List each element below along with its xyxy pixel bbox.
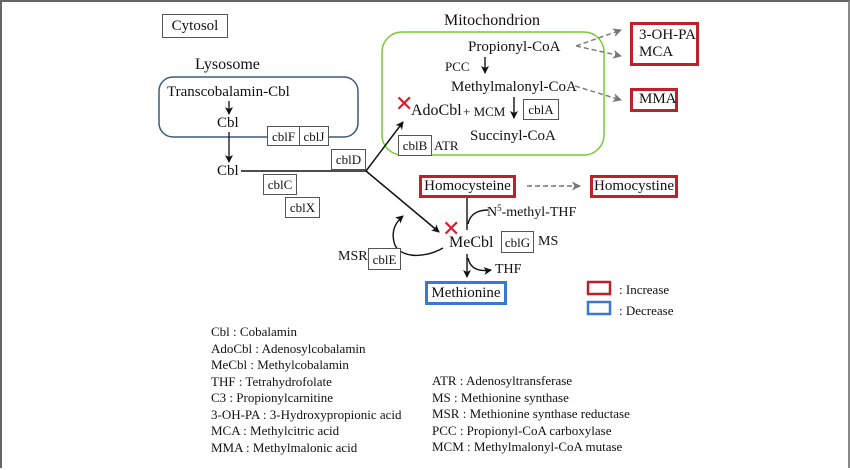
methionine: Methionine [431, 284, 501, 301]
inhibition-marker-adocbl: ✕ [395, 92, 414, 117]
transcobalamin-cbl: Transcobalamin-Cbl [167, 84, 290, 100]
gene-cblA: cblA [523, 99, 559, 120]
gene-cblJ: cblJ [299, 126, 329, 146]
cytosol-label: Cytosol [162, 14, 228, 38]
abbrev-item: PCC : Propionyl-CoA carboxylase [432, 422, 612, 438]
gene-cblE: cblE [368, 248, 401, 270]
msr-label: MSR [338, 249, 368, 264]
n5-suffix: -methyl-THF [501, 205, 577, 220]
gene-cblB: cblB [398, 135, 432, 156]
mitochondrion-compartment [381, 31, 605, 156]
arrow-to-adocbl [365, 121, 404, 172]
propionyl-coa: Propionyl-CoA [468, 39, 561, 55]
arrow-to-mecbl [365, 170, 440, 233]
curve-n5-methyl-thf [467, 209, 489, 225]
dashed-arrow-to-mma [574, 85, 622, 102]
cytosol-cbl: Cbl [217, 163, 239, 179]
homocystine: Homocystine [594, 177, 674, 194]
lysosome-label: Lysosome [195, 56, 260, 73]
homocystine-box: Homocystine [590, 175, 678, 198]
mecbl: MeCbl [449, 234, 494, 251]
methionine-box: Methionine [425, 281, 507, 305]
curve-thf [467, 257, 492, 276]
metabolite-3ohpa: 3-OH-PA [639, 26, 696, 43]
pcc-label: PCC [445, 59, 470, 74]
metabolite-mca: MCA [639, 44, 674, 60]
thf-label: THF [495, 262, 522, 277]
gene-cblD: cblD [331, 149, 366, 170]
abbrev-item: MeCbl : Methylcobalamin [211, 357, 349, 372]
abbrev-item: 3-OH-PA : 3-Hydroxypropionic acid [211, 406, 402, 422]
n5-methyl-thf: N5-methyl-THF [487, 204, 576, 220]
increased-mma: MMA [630, 88, 678, 112]
n5-prefix: N [487, 205, 498, 220]
homocysteine-box: Homocysteine [419, 175, 516, 198]
abbrev-item: Cbl : Cobalamin [211, 324, 297, 339]
gene-cblC: cblC [263, 174, 297, 195]
adocbl: AdoCbl [411, 102, 462, 119]
abbrev-item: ATR : Adenosyltransferase [432, 373, 573, 388]
n5-superscript: 5 [497, 203, 502, 213]
plus-mcm: + MCM [463, 104, 506, 119]
gene-cblF: cblF [267, 126, 300, 146]
increased-3ohpa-mca: 3-OH-PA MCA [630, 22, 699, 66]
abbrev-item: MCM : Methylmalonyl-CoA mutase [432, 439, 623, 454]
homocysteine: Homocysteine [424, 177, 511, 194]
abbrev-item: MCA : Methylcitric acid [211, 423, 340, 438]
ms-label: MS [538, 234, 559, 249]
abbrev-item: AdoCbl : Adenosylcobalamin [211, 340, 366, 356]
abbrev-item: MS : Methionine synthase [432, 389, 569, 405]
mitochondrion-label: Mitochondrion [444, 12, 540, 29]
inhibition-marker-mecbl: ✕ [442, 217, 461, 242]
abbrev-item: MMA : Methylmalonic acid [211, 439, 358, 455]
lysosome-compartment [158, 76, 359, 138]
abbreviations-left: Cbl : Cobalamin AdoCbl : Adenosylcobalam… [211, 324, 402, 456]
curve-msr-recycle [392, 215, 444, 257]
legend-swatch-increase [586, 280, 612, 296]
gene-cblG: cblG [501, 231, 534, 253]
succinyl-coa: Succinyl-CoA [470, 128, 556, 144]
methylmalonyl-coa: Methylmalonyl-CoA [451, 79, 577, 95]
metabolite-mma: MMA [639, 91, 677, 108]
legend-increase: : Increase [619, 282, 670, 297]
abbrev-item: MSR : Methionine synthase reductase [432, 406, 630, 421]
abbrev-item: C3 : Propionylcarnitine [211, 390, 334, 405]
abbrev-item: THF : Tetrahydrofolate [211, 373, 332, 389]
gene-cblX: cblX [285, 197, 320, 218]
dashed-arrow-to-mca [575, 45, 622, 59]
atr-label: ATR [434, 138, 459, 153]
lysosome-cbl: Cbl [217, 115, 239, 131]
legend-swatch-decrease [586, 300, 612, 316]
legend-decrease: : Decrease [619, 303, 674, 318]
abbreviations-right: ATR : Adenosyltransferase MS : Methionin… [432, 373, 630, 456]
